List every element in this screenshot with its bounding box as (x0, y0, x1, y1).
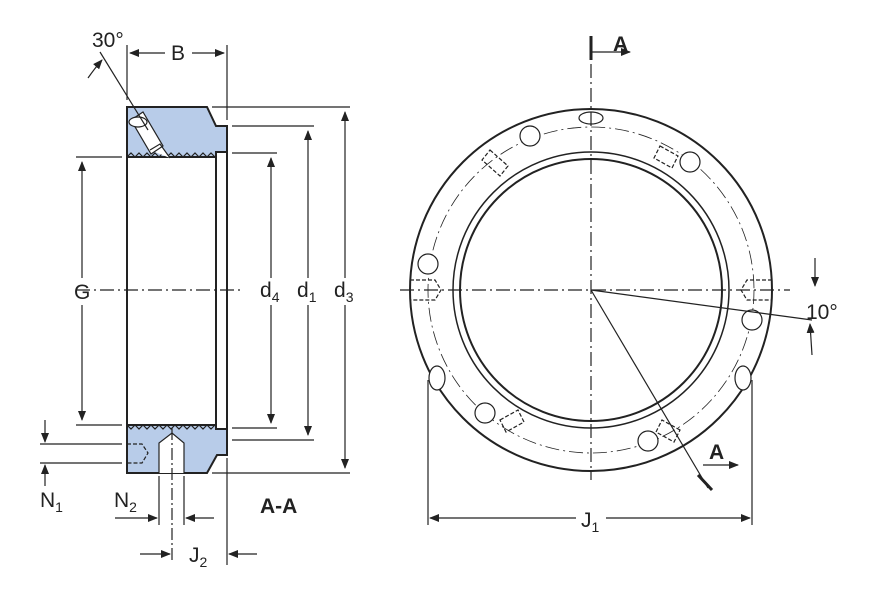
dimension-J1-label: J1 (581, 510, 599, 534)
J1-text: J (581, 509, 592, 532)
bolt-holes (417, 125, 763, 452)
dimension-J2-label: J2 (189, 545, 207, 569)
dimension-G-label: G (74, 281, 91, 304)
angle-10-label: 10° (806, 301, 838, 324)
J2-text: J (189, 544, 200, 567)
angle-30-label: 30° (92, 29, 124, 52)
section-view (76, 106, 240, 560)
section-mark-top: A (613, 33, 629, 56)
N2-sub: 2 (129, 499, 137, 515)
d4-sub: 4 (271, 289, 280, 305)
dimension-N2-label: N2 (114, 490, 137, 514)
d4-text: d (260, 279, 272, 302)
N2-text: N (114, 489, 130, 512)
section-mark-bottom: A (709, 441, 725, 464)
section-label: A-A (260, 495, 298, 518)
d3-text: d (334, 279, 346, 302)
dimension-d1-label: d1 (297, 280, 316, 304)
dimension-d3-label: d3 (334, 280, 353, 304)
d1-text: d (297, 279, 309, 302)
d1-sub: 1 (308, 289, 317, 305)
N1-sub: 1 (55, 499, 63, 515)
set-screw-recesses (428, 111, 752, 391)
thread-bottom (126, 424, 216, 430)
d3-sub: 3 (345, 289, 354, 305)
dimension-d4-label: d4 (260, 280, 279, 304)
J1-sub: 1 (591, 519, 600, 535)
axial-hole (127, 443, 149, 464)
J2-sub: 2 (199, 554, 208, 570)
N1-text: N (40, 489, 56, 512)
dimension-N1-label: N1 (40, 490, 63, 514)
thread-top (126, 152, 216, 158)
dimension-B-label: B (171, 42, 186, 65)
dimensions (40, 45, 350, 565)
front-view (400, 36, 819, 525)
